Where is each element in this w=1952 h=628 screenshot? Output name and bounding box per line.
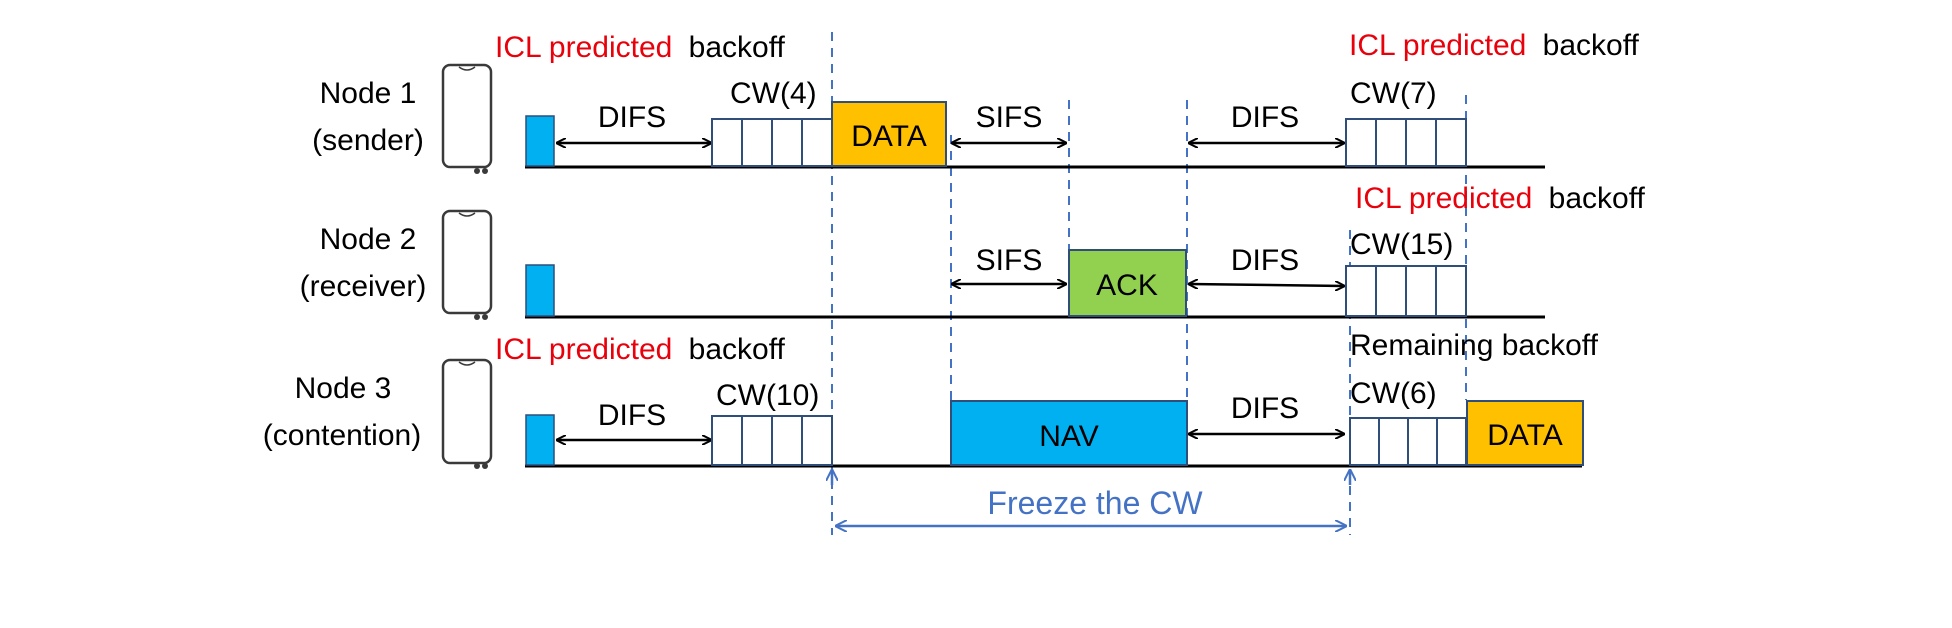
node-1-name: Node 1 — [320, 77, 417, 110]
node-1-start-marker — [525, 115, 555, 167]
node-2-start-marker — [525, 264, 555, 317]
phone-icon — [441, 358, 493, 469]
node-2-cw-label: CW(15) — [1350, 228, 1453, 261]
phone-icon — [441, 63, 493, 174]
node-2-name: Node 2 — [320, 223, 417, 256]
node-1-difs-label: DIFS — [598, 101, 666, 134]
node-1-data-frame — [831, 101, 947, 167]
node-1-role: (sender) — [312, 124, 424, 157]
node-3-nav-frame — [950, 400, 1188, 466]
node-1-contention-window-2 — [1345, 118, 1467, 167]
node-1-contention-window — [711, 118, 833, 167]
node-3-row: Node 3 (contention) ICL predicted backof… — [263, 329, 1599, 469]
node-3-start-marker — [525, 414, 555, 466]
node-3-contention-window-2 — [1349, 417, 1467, 466]
node-3-icl-backoff-label: ICL predicted backoff — [495, 333, 786, 366]
node-3-role: (contention) — [263, 419, 421, 452]
phone-icon — [441, 209, 493, 320]
node-3-data-label: DATA — [1487, 419, 1563, 452]
node-3-difs-label: DIFS — [598, 399, 666, 432]
freeze-cw-annotation: Freeze the CW — [832, 470, 1350, 526]
node-2-role: (receiver) — [300, 270, 427, 303]
node-2-contention-window — [1345, 265, 1467, 317]
node-2-icl-backoff-label: ICL predicted backoff — [1355, 182, 1646, 215]
node-3-nav-label: NAV — [1039, 420, 1098, 453]
node-1-row: Node 1 (sender) ICL predicted backoff DI… — [312, 29, 1640, 174]
node-3-difs-label: DIFS — [1231, 392, 1299, 425]
node-3-name: Node 3 — [295, 372, 392, 405]
node-2-difs-label: DIFS — [1231, 244, 1299, 277]
node-2-difs-arrow — [1189, 284, 1344, 286]
node-3-data-frame — [1466, 400, 1584, 466]
node-1-icl-backoff-label-2: ICL predicted backoff — [1349, 29, 1640, 62]
node-3-remaining-backoff-label: Remaining backoff — [1350, 329, 1599, 362]
node-1-data-label: DATA — [851, 120, 927, 153]
node-1-difs-label-2: DIFS — [1231, 101, 1299, 134]
node-2-row: Node 2 (receiver) SIFS ACK DIFS ICL pred… — [300, 182, 1646, 320]
node-1-cw-label-2: CW(7) — [1350, 77, 1437, 110]
node-2-ack-frame — [1068, 249, 1187, 317]
node-1-sifs-label: SIFS — [976, 101, 1043, 134]
node-2-ack-label: ACK — [1096, 269, 1158, 302]
node-3-cw-label: CW(10) — [716, 379, 819, 412]
node-3-contention-window — [711, 415, 833, 466]
node-2-sifs-label: SIFS — [976, 244, 1043, 277]
node-1-icl-backoff-label: ICL predicted backoff — [495, 31, 786, 64]
freeze-cw-label: Freeze the CW — [987, 485, 1203, 521]
node-1-cw-label: CW(4) — [730, 77, 817, 110]
node-3-cw-label-2: CW(6) — [1350, 377, 1437, 410]
